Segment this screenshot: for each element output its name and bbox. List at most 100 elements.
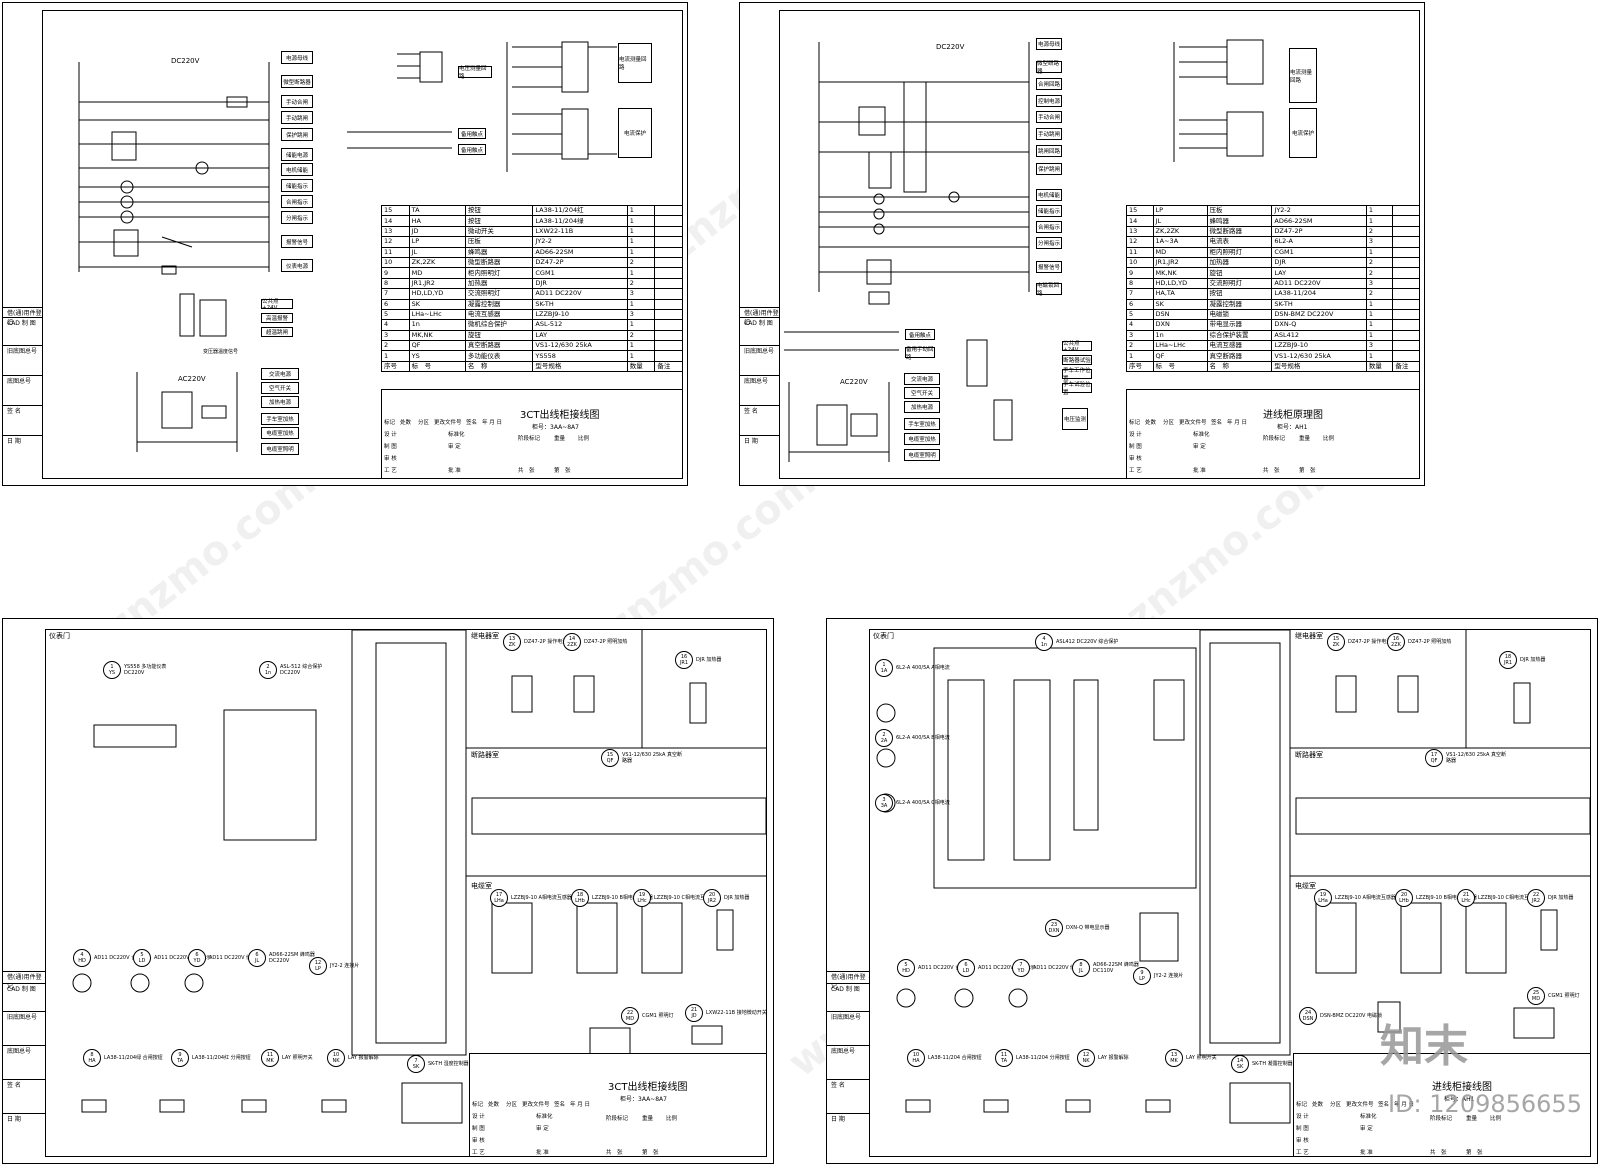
- device-number: 13: [508, 636, 516, 642]
- drawing-title: 进线柜接线图: [1432, 1082, 1492, 1093]
- device-description: ASL412 DC220V 综合保护: [1056, 639, 1119, 645]
- device-number: 9: [1140, 970, 1144, 976]
- sheet-2: 借(通)用件登记 CAD 制 图 旧底图总号 底图总号 签 名 日 期 DC22…: [739, 2, 1425, 486]
- device-code: LHa: [494, 898, 504, 904]
- table-cell: 电流表: [1206, 236, 1273, 248]
- side-label: 手动跳闸: [1036, 128, 1062, 140]
- device-number: 16: [680, 654, 688, 660]
- table-cell: 3: [626, 288, 656, 300]
- sheet-1-schematic: [78, 41, 617, 452]
- tb-sheets: 第 张: [642, 1150, 659, 1156]
- device-number: 17: [1430, 752, 1438, 758]
- table-cell: 9: [1126, 267, 1154, 279]
- table-cell: 真空断路器: [464, 340, 534, 352]
- table-cell: 1: [1365, 319, 1394, 331]
- device-code: MK: [266, 1058, 274, 1064]
- tb-left: 工 艺: [384, 468, 397, 474]
- side-label: 电源母线: [1036, 38, 1062, 50]
- table-cell: 微动开关: [464, 225, 534, 238]
- margin-label: 日 期: [740, 435, 779, 479]
- ac-label-item: 交流电源: [904, 373, 940, 385]
- side-label: 手动跳闸: [281, 111, 313, 124]
- table-cell: 5: [381, 308, 410, 321]
- tb-stage: 比例: [666, 1116, 678, 1122]
- th: 标 号: [408, 360, 466, 373]
- table-cell: 2: [626, 256, 656, 269]
- device-description: JY2-2 连接片: [1154, 973, 1184, 979]
- device-description: AD11 DC220V 合闸指示: [94, 955, 152, 961]
- table-cell: LHa~LHc: [408, 308, 466, 321]
- th: 数量: [626, 360, 656, 373]
- device-number: 22: [626, 1010, 634, 1016]
- tb-sheets: 第 张: [554, 468, 571, 474]
- tb-left: 制 图: [472, 1126, 485, 1132]
- table-cell: JY2-2: [1271, 204, 1367, 217]
- device-description: CGM1 照明灯: [642, 1013, 674, 1019]
- margin-label: 日 期: [3, 435, 42, 479]
- table-cell: 综合保护装置: [1206, 329, 1273, 342]
- table-cell: 1: [1365, 329, 1394, 342]
- table-cell: 2: [1365, 267, 1394, 279]
- table-cell: LZZBJ9-10: [1271, 340, 1367, 352]
- margin-label: 日 期: [3, 1113, 45, 1157]
- device-number: 7: [414, 1058, 418, 1064]
- device-number: 25: [1532, 990, 1540, 996]
- table-cell: LA38-11/204红: [532, 204, 628, 217]
- table-cell: JY2-2: [532, 236, 628, 248]
- table-cell: [654, 319, 683, 331]
- tb-header: 标记: [1296, 1102, 1308, 1108]
- device-code: HD: [902, 968, 910, 974]
- right-label: 电流保护: [1289, 108, 1317, 158]
- table-cell: [1392, 350, 1420, 362]
- table-cell: 微机综合保护: [464, 319, 534, 331]
- table-cell: [654, 225, 683, 238]
- side-label: 合闸指示: [1036, 221, 1062, 233]
- table-cell: 微型断路器: [1206, 225, 1273, 238]
- table-cell: 1n: [408, 319, 466, 331]
- device-number: 7: [1019, 962, 1023, 968]
- ac-label-item: 电缆室加热: [904, 433, 940, 445]
- mid-label: 备用手动回路: [905, 346, 935, 361]
- device-number: 3: [882, 797, 886, 803]
- table-cell: 2: [1365, 225, 1394, 238]
- table-cell: LAY: [532, 329, 628, 342]
- table-cell: YS558: [532, 350, 628, 362]
- table-cell: [1392, 277, 1420, 290]
- device-code: JD: [691, 1013, 697, 1019]
- table-cell: DJR: [1271, 256, 1367, 269]
- tb-left: 审 核: [1296, 1138, 1309, 1144]
- table-cell: [654, 204, 683, 217]
- tb-stage: 比例: [578, 436, 590, 442]
- table-cell: ZK,2ZK: [1152, 225, 1208, 238]
- table-cell: 真空断路器: [1206, 350, 1273, 362]
- table-cell: 凝露控制器: [464, 298, 534, 310]
- margin-label: 签 名: [740, 405, 779, 435]
- tb-header: 签名: [466, 420, 478, 426]
- tb-header: 分区: [1330, 1102, 1342, 1108]
- table-cell: 7: [381, 288, 410, 300]
- drawing-subtitle: 柜号：AH1: [1277, 424, 1308, 431]
- table-cell: 交流照明灯: [464, 288, 534, 300]
- sheet-2-frame: [779, 10, 1420, 479]
- margin-label: CAD 制 图: [3, 317, 42, 335]
- tb-header: 更改文件号: [522, 1102, 550, 1108]
- table-cell: 1: [626, 319, 656, 331]
- device-number: 17: [495, 892, 503, 898]
- ac-label-item: 手车室加热: [904, 418, 940, 430]
